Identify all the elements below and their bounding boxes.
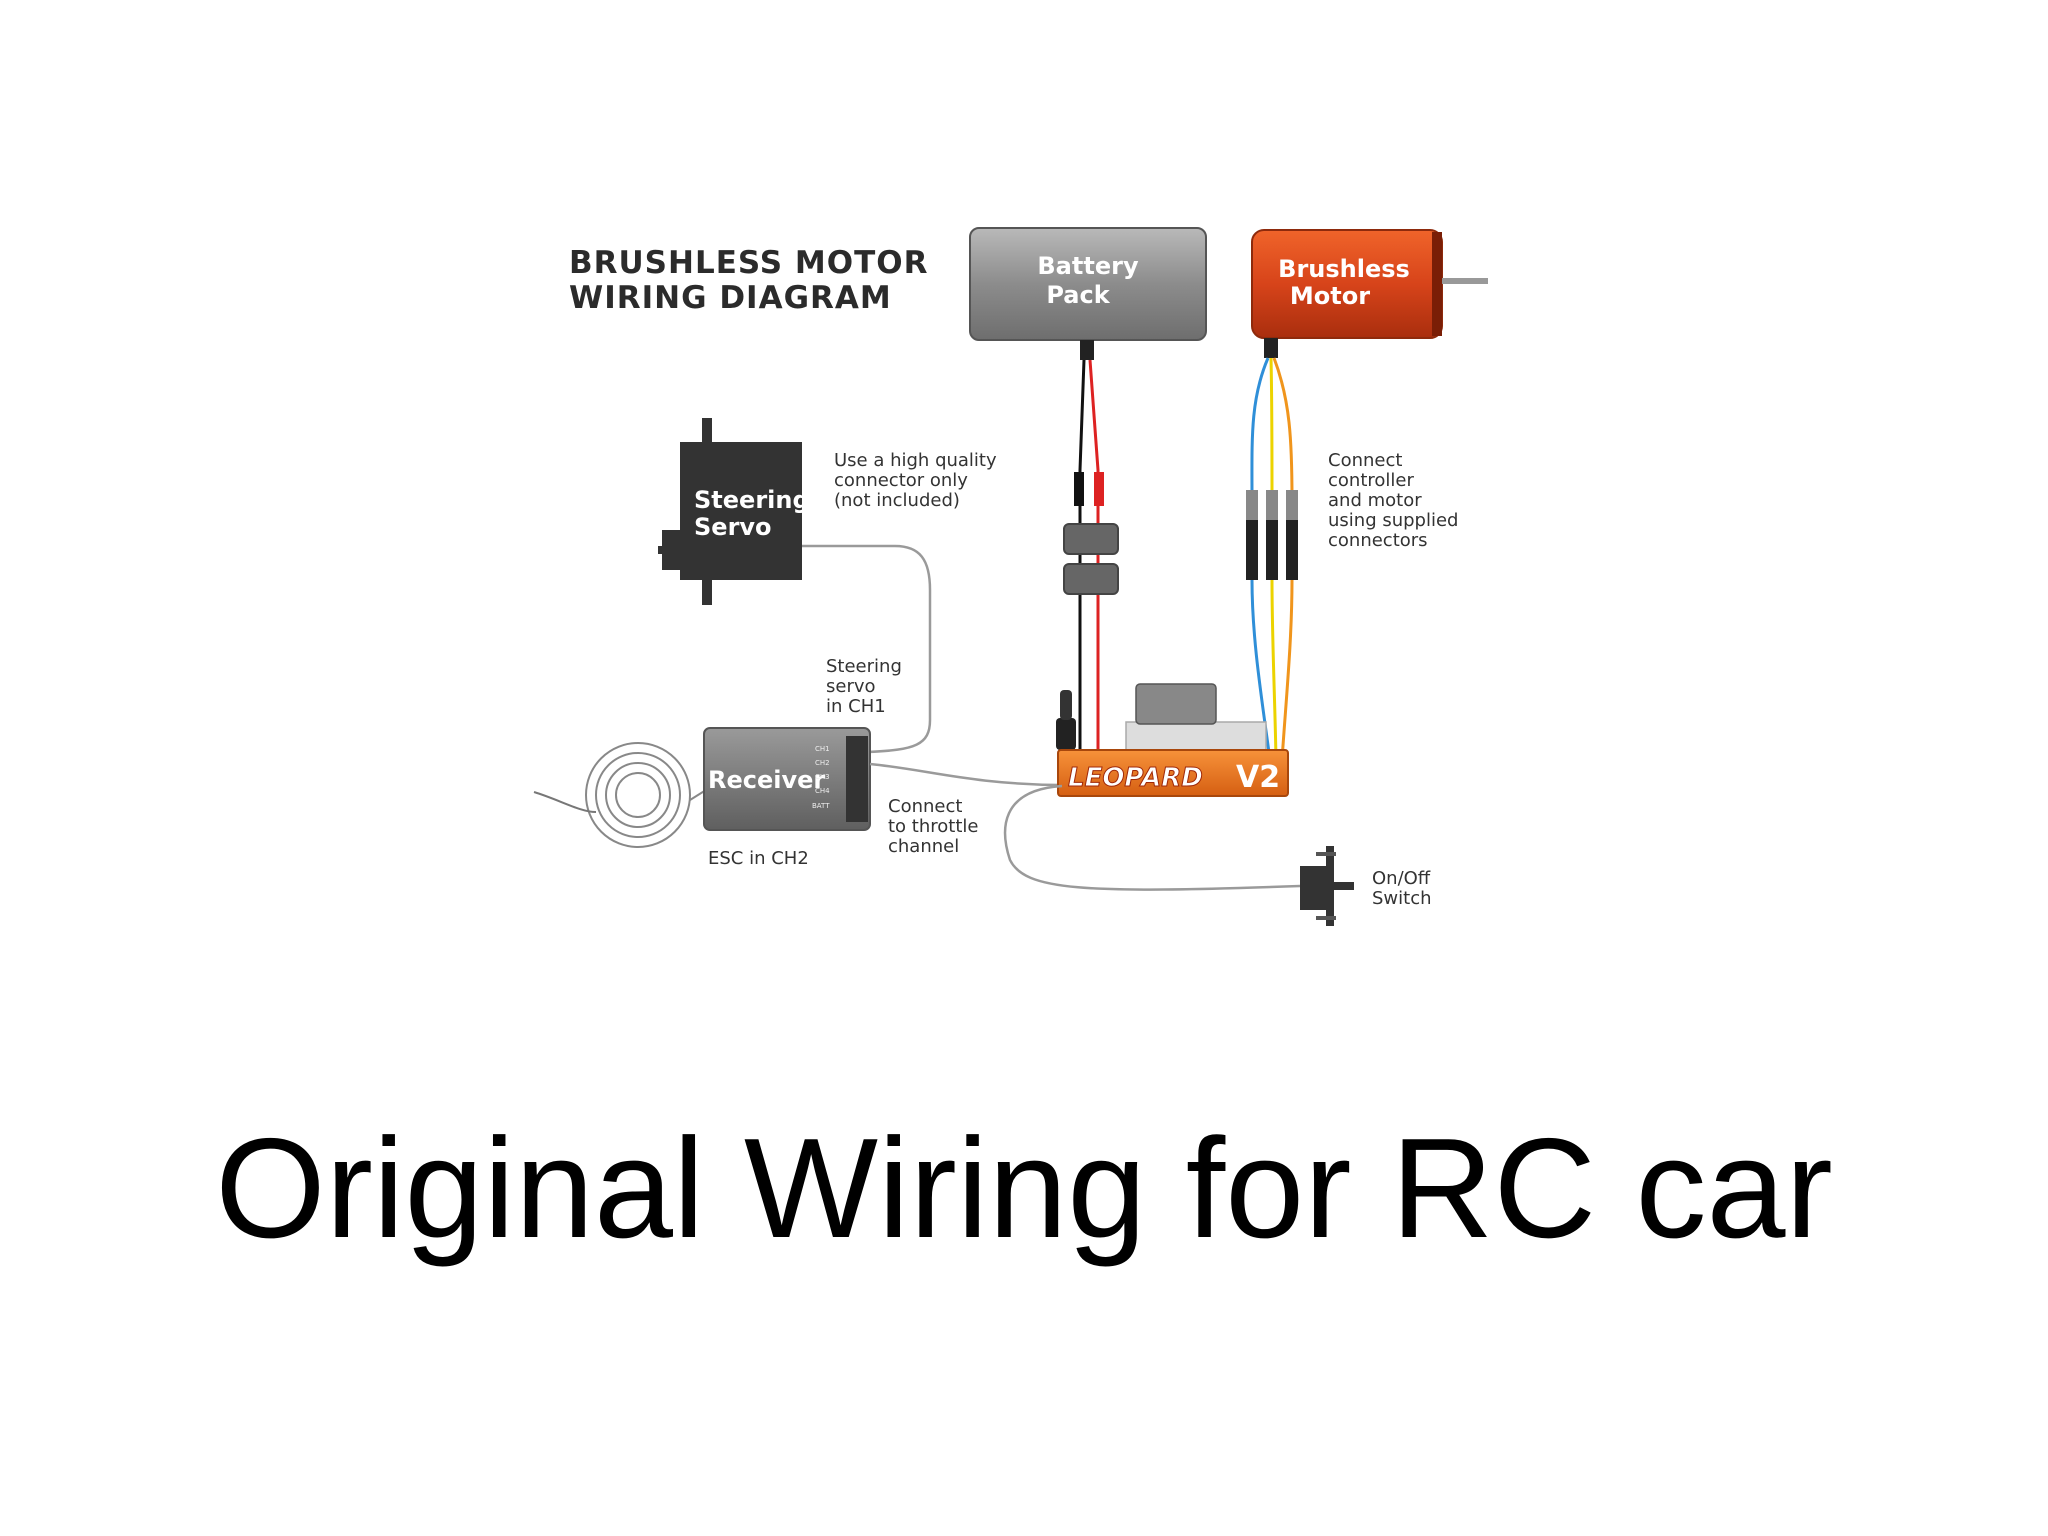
battery-label-line1: Battery xyxy=(1037,252,1139,280)
note-switch: On/Off Switch xyxy=(1372,868,1432,909)
motor-label-line1: Brushless xyxy=(1278,255,1410,283)
motor-label-line2: Motor xyxy=(1290,282,1370,310)
note-switch-line2: Switch xyxy=(1372,888,1432,909)
servo-lead xyxy=(802,544,932,754)
note-throttle-line1: Connect xyxy=(888,796,962,817)
esc-controller: LEOPARD V2 xyxy=(1056,683,1289,797)
note-motor-line1: Connect xyxy=(1328,450,1402,471)
note-motor-connect: Connect controller and motor using suppl… xyxy=(1328,450,1458,551)
note-motor-line4: using supplied xyxy=(1328,510,1458,531)
receiver-label: Receiver xyxy=(708,766,825,794)
receiver-ch1: CH1 xyxy=(815,745,830,753)
receiver-ch2: CH2 xyxy=(815,759,830,767)
slide-title: Original Wiring for RC car xyxy=(215,1109,1833,1268)
diagram-heading-line1: BRUSHLESS MOTOR xyxy=(569,245,929,281)
receiver-batt: BATT xyxy=(812,802,830,810)
note-throttle-line3: channel xyxy=(888,836,959,857)
esc-brand: LEOPARD xyxy=(1068,763,1203,793)
battery-label-line2: Pack xyxy=(1046,281,1110,309)
esc-version: V2 xyxy=(1236,760,1280,795)
note-connector-line2: connector only xyxy=(834,470,968,491)
brushless-motor: Brushless Motor xyxy=(1251,229,1488,358)
note-esc-channel: ESC in CH2 xyxy=(708,848,809,869)
note-connector: Use a high quality connector only (not i… xyxy=(834,450,997,511)
receiver: Receiver CH1 CH2 CH3 CH4 BATT xyxy=(703,727,871,831)
servo-label-line1: Steering xyxy=(694,486,810,514)
esc-throttle-lead xyxy=(869,762,1061,787)
note-motor-line2: controller xyxy=(1328,470,1414,491)
note-throttle: Connect to throttle channel xyxy=(888,796,978,857)
note-motor-line5: connectors xyxy=(1328,530,1428,551)
switch-lead xyxy=(1003,784,1301,891)
note-connector-line1: Use a high quality xyxy=(834,450,997,471)
antenna-coil xyxy=(533,742,707,848)
servo-label-line2: Servo xyxy=(694,513,772,541)
receiver-ch3: CH3 xyxy=(815,773,830,781)
diagram-heading-line2: WIRING DIAGRAM xyxy=(569,280,892,316)
note-motor-line3: and motor xyxy=(1328,490,1422,511)
motor-wires xyxy=(1246,357,1298,761)
note-steering-line3: in CH1 xyxy=(826,696,886,717)
on-off-switch xyxy=(1300,846,1354,926)
note-throttle-line2: to throttle xyxy=(888,816,978,837)
battery-wires xyxy=(1063,359,1119,771)
note-switch-line1: On/Off xyxy=(1372,868,1431,889)
battery-pack: Battery Pack xyxy=(969,227,1207,360)
note-steering: Steering servo in CH1 xyxy=(826,656,902,717)
note-steering-line2: servo xyxy=(826,676,876,697)
steering-servo: Steering Servo xyxy=(658,418,810,605)
note-steering-line1: Steering xyxy=(826,656,902,677)
receiver-ch4: CH4 xyxy=(815,787,830,795)
note-connector-line3: (not included) xyxy=(834,490,960,511)
